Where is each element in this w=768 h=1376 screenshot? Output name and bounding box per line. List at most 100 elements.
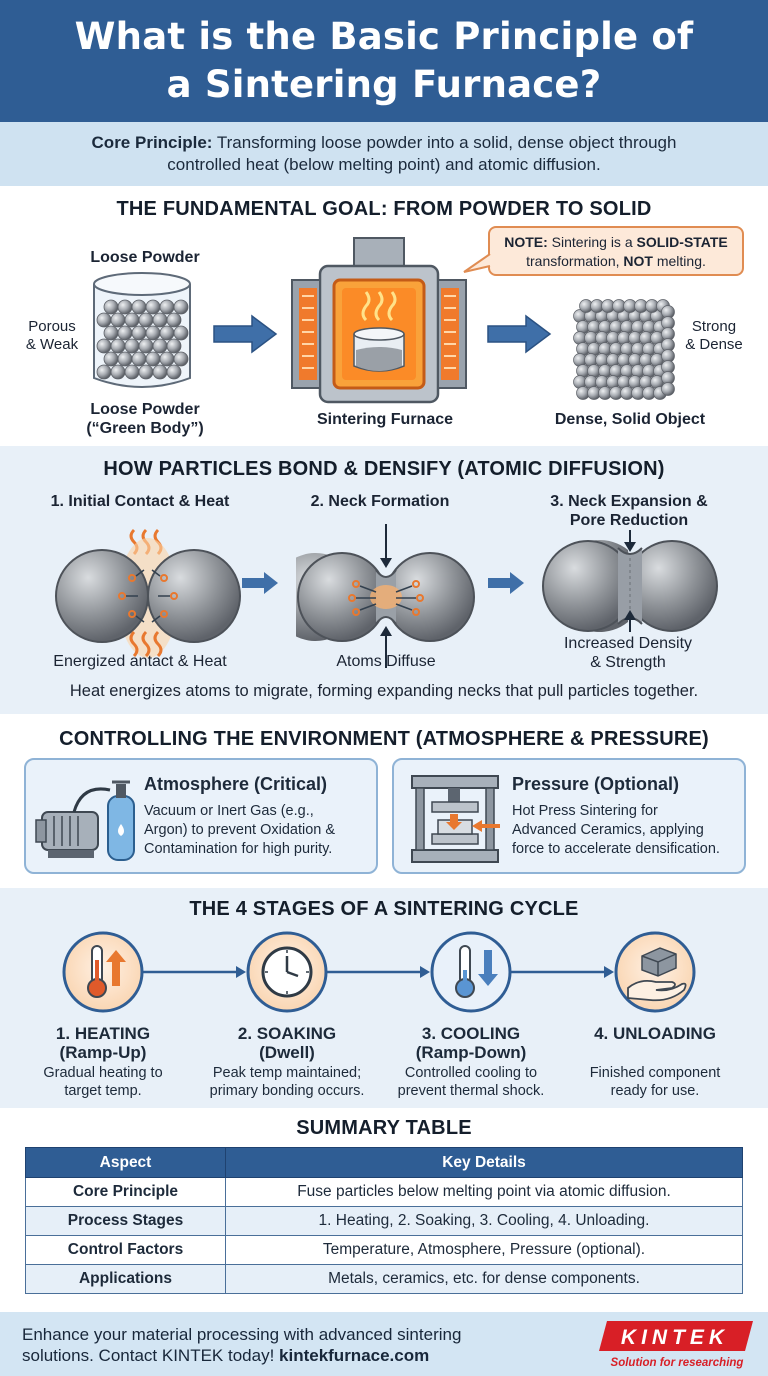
table-row: Applications Metals, ceramics, etc. for … (25, 1264, 743, 1294)
powder-particle (145, 299, 161, 315)
environment-heading: CONTROLLING THE ENVIRONMENT (ATMOSPHERE … (59, 728, 709, 750)
hot-press-icon (411, 775, 500, 863)
powder-particle (145, 325, 161, 341)
table-cell-aspect: Process Stages (25, 1206, 226, 1236)
atmosphere-description: Vacuum or Inert Gas (e.g., Argon) to pre… (144, 803, 336, 857)
powder-particle (124, 364, 140, 380)
powder-particle (124, 312, 140, 328)
thermometer-up-icon (62, 931, 144, 1013)
powder-particle (166, 312, 182, 328)
powder-particle (124, 338, 140, 354)
stage-2-description: Peak temp maintained;primary bonding occ… (209, 1065, 365, 1099)
powder-particle (138, 312, 154, 328)
powder-particle (103, 299, 119, 315)
powder-particle (110, 312, 126, 328)
goal-heading: THE FUNDAMENTAL GOAL: FROM POWDER TO SOL… (116, 198, 652, 220)
table-row: Process Stages 1. Heating, 2. Soaking, 3… (25, 1206, 743, 1236)
compression-arrows (624, 530, 636, 632)
table-cell-aspect: Applications (25, 1264, 226, 1294)
step1-caption: Energized antact & Heat (53, 653, 227, 670)
step2-title: 2. Neck Formation (310, 493, 450, 510)
table-cell-details: Temperature, Atmosphere, Pressure (optio… (225, 1235, 743, 1265)
summary-table: Aspect Key Details Core Principle Fuse p… (25, 1147, 743, 1294)
footer-website-link[interactable]: kintekfurnace.com (279, 1346, 430, 1365)
powder-particle (159, 325, 175, 341)
logo-tagline: Solution for researching (611, 1357, 744, 1369)
dense-solid-cube-icon (573, 299, 675, 400)
title-line-1: What is the Basic Principle of (74, 15, 694, 58)
powder-particle (166, 364, 182, 380)
pressure-title: Pressure (Optional) (512, 774, 680, 794)
clock-icon (246, 931, 328, 1013)
step2-caption: Atoms Diffuse (336, 653, 436, 670)
powder-particle (117, 325, 133, 341)
powder-jar-icon (93, 272, 191, 388)
powder-particle (159, 351, 175, 367)
powder-particle (103, 325, 119, 341)
table-cell-details: Fuse particles below melting point via a… (225, 1177, 743, 1207)
powder-particle (138, 364, 154, 380)
table-header-row: Aspect Key Details (25, 1147, 743, 1178)
column-header-aspect: Aspect (25, 1147, 226, 1178)
stage-2-name: 2. SOAKING(Dwell) (237, 1024, 337, 1062)
pressure-card: Pressure (Optional) Hot Press Sintering … (392, 758, 746, 874)
cube-particle (661, 382, 675, 396)
powder-particle (131, 351, 147, 367)
powder-particle (138, 338, 154, 354)
core-principle-text-1: Transforming loose powder into a solid, … (216, 133, 677, 152)
arrow-right-icon (242, 572, 278, 594)
vacuum-pump-gas-cylinder-icon (35, 780, 135, 861)
sintering-furnace-icon (291, 237, 467, 404)
furnace-label: Sintering Furnace (316, 411, 454, 428)
arrow-right-icon (213, 314, 278, 354)
powder-particle (173, 351, 189, 367)
core-principle-banner: Core Principle: Transforming loose powde… (0, 122, 768, 186)
dense-object-label: Dense, Solid Object (554, 411, 706, 428)
powder-particle (96, 364, 112, 380)
stages-flow-icons (62, 931, 696, 1013)
powder-particle (103, 351, 119, 367)
stage-4-name: 4. UNLOADING (594, 1024, 716, 1043)
neck-formation-particles-icon (296, 524, 475, 668)
pressure-description: Hot Press Sintering for Advanced Ceramic… (512, 803, 720, 857)
powder-particle (145, 351, 161, 367)
porous-weak-label: Porous& Weak (25, 318, 79, 353)
powder-particle (110, 338, 126, 354)
powder-particle (96, 312, 112, 328)
arrow-right-icon (487, 314, 552, 354)
hand-block-icon (614, 931, 696, 1013)
initial-contact-particles-icon (55, 528, 241, 658)
powder-particle (152, 364, 168, 380)
powder-particle (117, 299, 133, 315)
stages-heading: THE 4 STAGES OF A SINTERING CYCLE (189, 898, 579, 920)
column-header-key-details: Key Details (225, 1147, 743, 1178)
table-cell-details: 1. Heating, 2. Soaking, 3. Cooling, 4. U… (225, 1206, 743, 1236)
powder-particle (152, 312, 168, 328)
table-cell-aspect: Core Principle (25, 1177, 226, 1207)
powder-particle (173, 299, 189, 315)
core-principle-text-2: controlled heat (below melting point) an… (167, 155, 601, 174)
kintek-logo[interactable]: KINTEK Solution for researching (597, 1317, 755, 1371)
arrow-right-icon (488, 572, 524, 594)
thermometer-down-icon (430, 931, 512, 1013)
powder-particle (159, 299, 175, 315)
page-title: What is the Basic Principle of a Sinteri… (0, 0, 768, 109)
title-banner: What is the Basic Principle of a Sinteri… (0, 0, 768, 122)
powder-particle (131, 325, 147, 341)
diffusion-summary: Heat energizes atoms to migrate, forming… (69, 682, 699, 700)
table-cell-details: Metals, ceramics, etc. for dense compone… (225, 1264, 743, 1294)
table-cell-aspect: Control Factors (25, 1235, 226, 1265)
atmosphere-title: Atmosphere (Critical) (144, 774, 328, 794)
step3-caption: Increased Density& Strength (563, 635, 693, 671)
powder-particle (96, 338, 112, 354)
strong-dense-label: Strong& Dense (685, 318, 743, 353)
powder-particle (152, 338, 168, 354)
summary-table-heading: SUMMARY TABLE (296, 1117, 472, 1139)
powder-particle (173, 325, 189, 341)
step3-title: 3. Neck Expansion &Pore Reduction (550, 493, 708, 529)
diffusion-heading: HOW PARTICLES BOND & DENSIFY (ATOMIC DIF… (103, 458, 665, 480)
title-line-2: a Sintering Furnace? (166, 63, 602, 106)
